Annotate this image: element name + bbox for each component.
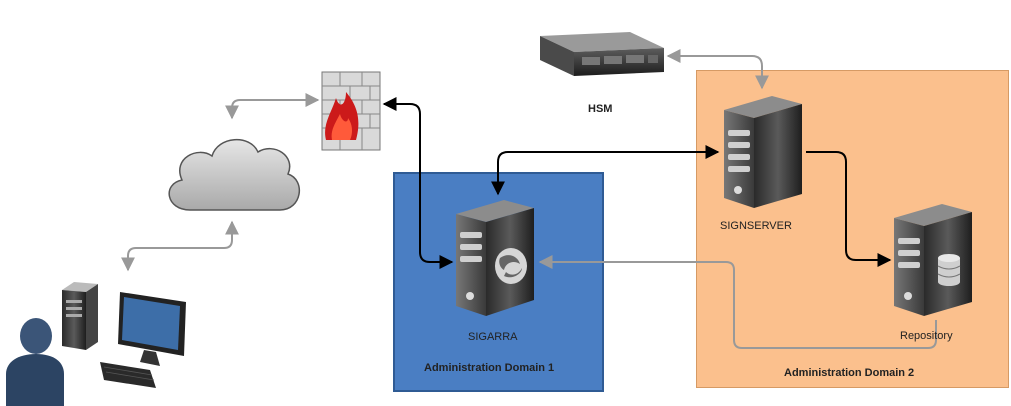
domain-1-label: Administration Domain 1: [424, 362, 555, 374]
sigarra-to-signserver-link: [491, 145, 720, 196]
signserver-icon: [724, 96, 802, 208]
firewall-to-sigarra-link: [382, 97, 454, 269]
cloud-to-firewall-link: [225, 93, 320, 120]
hsm-to-signserver-link: [666, 49, 769, 90]
cloud-to-workstation-link: [121, 220, 239, 272]
sigarra-label: SIGARRA: [468, 331, 518, 343]
firewall-icon: [321, 71, 381, 151]
sigarra-server-icon: [456, 200, 534, 316]
signserver-to-repository-link: [806, 151, 892, 267]
hsm-server-icon: [540, 32, 664, 76]
signserver-label: SIGNSERVER: [720, 220, 792, 232]
domain-2-label: Administration Domain 2: [784, 367, 915, 379]
database-icon: [937, 254, 961, 286]
repository-label: Repository: [900, 330, 953, 342]
user-icon: [6, 318, 64, 406]
workstation-icon: [62, 282, 186, 388]
repository-server-icon: [894, 204, 972, 316]
hsm-label: HSM: [588, 103, 613, 115]
cloud-icon: [168, 138, 301, 211]
repository-to-sigarra-link: [538, 255, 937, 349]
